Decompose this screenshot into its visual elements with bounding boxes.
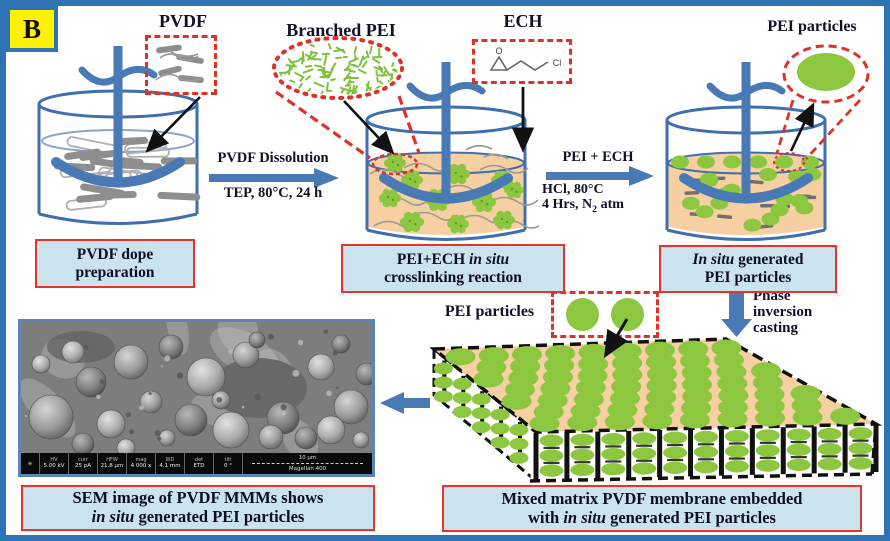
sem-field-label: HV (50, 456, 58, 463)
caption-text-italic: in situ (563, 507, 606, 527)
sem-scale-label: 10 µm (298, 455, 317, 462)
sem-field-label: curr (78, 456, 88, 463)
caption-generated-particles: In situ generated PEI particles (659, 245, 837, 293)
panel-letter-badge: B (6, 6, 58, 52)
sem-field-value: 21.8 µm (100, 463, 124, 470)
caption-text-italic: In situ (692, 251, 735, 269)
ech-chlorine-label: Cl (553, 58, 562, 68)
pei-particles-callout-box (551, 291, 659, 338)
ech-structure-art: O Cl (489, 46, 562, 71)
caption-sem-image: SEM image of PVDF MMMs shows in situ gen… (21, 485, 375, 531)
caption-text: generated PEI particles (605, 507, 776, 527)
caption-line: crosslinking reaction (384, 268, 522, 286)
sem-field-value: 4.1 mm (159, 463, 181, 470)
dissolution-arrow-bottom-text: TEP, 80°C, 24 h (223, 185, 323, 201)
phase-inversion-label: Phase inversion casting (753, 288, 843, 336)
reaction-arrow-top-text: PEI + ECH (562, 149, 634, 165)
reaction-arrow-bottom-text: 4 Hrs, N2 atm (542, 197, 662, 215)
panel-letter: B (22, 13, 41, 44)
sem-field-label: det (194, 456, 204, 463)
sem-vendor-icon: ◈ (21, 453, 40, 474)
pei-cluster (493, 210, 515, 230)
caption-text-italic: in situ (469, 250, 510, 268)
caption-crosslinking-reaction: PEI+ECH in situ crosslinking reaction (341, 244, 565, 293)
beaker-pei-particles (665, 62, 827, 241)
reaction-atm-pre: 4 Hrs, N (542, 197, 593, 212)
reaction-arrow-mid-text: HCl, 80°C (542, 182, 604, 197)
sem-field-value: 4 000 x (130, 463, 152, 470)
beaker-pvdf-dope (37, 46, 201, 225)
caption-line: preparation (75, 263, 155, 281)
pvdf-powder-box (145, 35, 217, 95)
pei-particle-circle (611, 298, 644, 331)
pei-cluster (504, 181, 524, 199)
caption-text: generated PEI particles (134, 507, 305, 526)
pei-cluster (445, 163, 471, 185)
beaker-crosslinking (365, 62, 539, 241)
sem-scale-line (252, 462, 363, 465)
pei-cluster (399, 211, 425, 233)
caption-line: Mixed matrix PVDF membrane embedded (501, 488, 803, 508)
branched-pei-label: Branched PEI (286, 20, 396, 40)
sem-micrograph-art (21, 322, 372, 453)
caption-text: with (528, 507, 564, 527)
sem-instrument-label: Magellan 400 (288, 465, 327, 472)
sem-field-label: WD (165, 456, 175, 463)
pei-particle-circle (566, 298, 599, 331)
sem-field-value: 0 ° (224, 463, 232, 470)
dissolution-arrow-top-text: PVDF Dissolution (217, 150, 329, 166)
caption-line: in situ generated PEI particles (27, 507, 369, 527)
mixed-matrix-membrane-art (429, 337, 883, 485)
pvdf-powder-art (155, 44, 204, 84)
caption-line: PVDF dope (76, 245, 154, 263)
ech-structure-box: O Cl (472, 39, 572, 84)
reaction-atm-sub: 2 (592, 203, 598, 215)
caption-line: PEI particles (704, 269, 792, 286)
caption-dope-preparation: PVDF dope preparation (35, 239, 195, 288)
phase-line2: inversion (753, 303, 813, 320)
pei-cluster (379, 188, 401, 208)
pei-particles-bottom-label: PEI particles (444, 303, 535, 320)
sem-field-label: mag (135, 456, 147, 463)
caption-line: In situ generated (665, 251, 831, 269)
pvdf-label: PVDF (159, 11, 207, 31)
caption-text-italic: in situ (91, 507, 135, 526)
sem-field-value: 25 pA (74, 463, 91, 470)
pei-cluster (447, 214, 469, 234)
caption-mixed-matrix-membrane: Mixed matrix PVDF membrane embedded with… (442, 485, 862, 532)
sem-field-value: 5.00 kV (43, 463, 65, 470)
sem-field-value: ETD (193, 463, 205, 470)
caption-text: PEI+ECH (396, 250, 470, 268)
pei-particles-top-label: PEI particles (767, 18, 857, 35)
phase-line3: casting (753, 319, 798, 336)
sem-field-label: tilt (224, 456, 232, 463)
caption-line: with in situ generated PEI particles (448, 507, 856, 528)
caption-line: PEI+ECH in situ (347, 251, 559, 269)
sem-field-label: HFW (106, 456, 118, 463)
reaction-atm-post: atm (597, 197, 624, 212)
ech-label: ECH (503, 11, 543, 31)
caption-line: SEM image of PVDF MMMs shows (72, 488, 324, 508)
caption-text: generated (734, 251, 804, 269)
ech-oxygen-label: O (495, 46, 502, 56)
sem-scale-bar: 10 µm Magellan 400 (243, 453, 372, 474)
